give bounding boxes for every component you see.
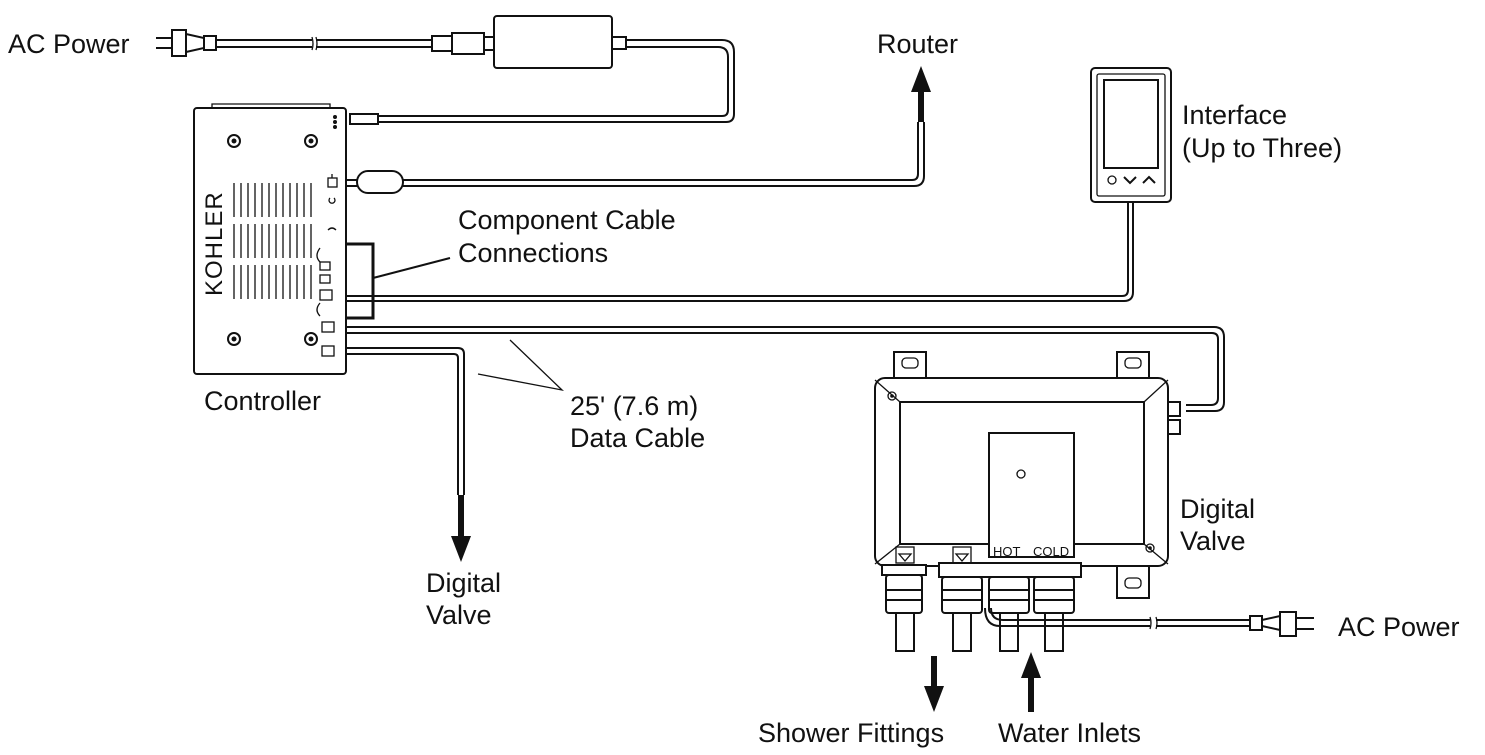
valve-mount-tabs: [893, 351, 1150, 599]
water-inlets-arrow: [1021, 652, 1041, 712]
valve-data-cable-down: [346, 347, 465, 495]
outlet-symbols: [895, 546, 972, 564]
component-label-line1: Component Cable: [458, 205, 676, 235]
component-label-line2: Connections: [458, 238, 608, 268]
router-arrow: [911, 66, 931, 122]
component-leader-line: [372, 257, 451, 279]
interface-label-line1: Interface: [1182, 100, 1287, 130]
controller-vents: [233, 183, 312, 299]
valve-outlet-fittings: [881, 562, 1082, 652]
data-cable-label-line2: Data Cable: [570, 423, 705, 453]
valve-side-ports: [1167, 401, 1181, 435]
interface-cable: [346, 202, 1134, 302]
controller-mount-screws: [227, 134, 318, 346]
shower-fittings-label: Shower Fittings: [758, 718, 944, 748]
data-cable-label-line1: 25' (7.6 m): [570, 391, 698, 421]
router-cable: [346, 122, 925, 194]
component-connections-bracket: [346, 242, 375, 320]
digital-valve-label-bottom-line2: Valve: [426, 600, 492, 630]
kohler-logo: KOHLER: [201, 191, 228, 296]
router-label: Router: [877, 29, 958, 59]
interface-panel: [1090, 67, 1172, 203]
digital-valve-unit: HOT COLD: [874, 351, 1181, 652]
digital-valve-label-right-line1: Digital: [1180, 494, 1255, 524]
power-supply-adapter: [493, 15, 613, 69]
ac-power-label-right: AC Power: [1338, 612, 1460, 642]
controller-label: Controller: [204, 386, 321, 416]
digital-valve-label-bottom-line1: Digital: [426, 568, 501, 598]
power-supply-cable: [349, 36, 735, 125]
cold-label: COLD: [1033, 544, 1069, 559]
ac-power-label-top: AC Power: [8, 29, 130, 59]
hot-label: HOT: [993, 544, 1021, 559]
controller-unit: KOHLER: [193, 103, 347, 375]
shower-fittings-arrow: [924, 656, 944, 712]
ac-power-plug-top: [156, 29, 495, 57]
digital-valve-label-right-line2: Valve: [1180, 526, 1246, 556]
valve-data-cable-right: [346, 326, 1225, 412]
water-inlets-label: Water Inlets: [998, 718, 1141, 748]
interface-label-line2: (Up to Three): [1182, 133, 1342, 163]
data-cable-leader: [477, 339, 565, 392]
digital-valve-down-arrow: [451, 495, 471, 562]
ac-power-plug-right: [984, 607, 1314, 637]
controller-port-icons: [316, 115, 338, 357]
